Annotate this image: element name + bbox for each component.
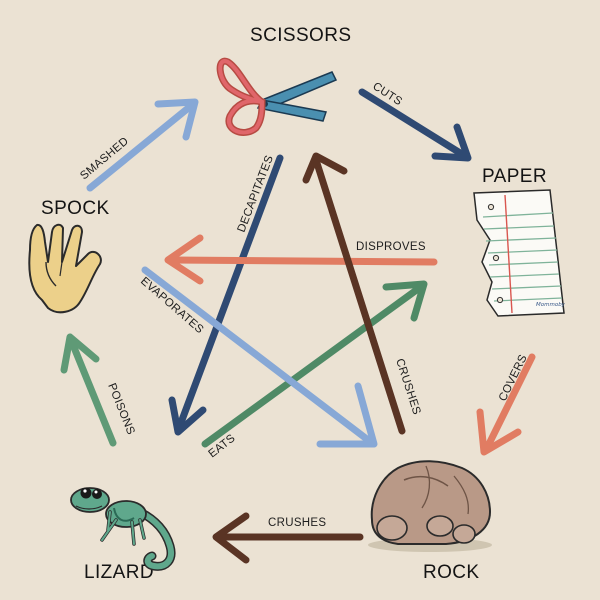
vulcan-salute-hand-icon: [28, 223, 102, 314]
arrow-scissors-decapitates-lizard: [168, 154, 284, 436]
node-label-paper: PAPER: [482, 166, 547, 187]
lizard-icon: [70, 487, 176, 571]
arrow-paper-covers-rock: [476, 353, 536, 456]
node-label-scissors: SCISSORS: [250, 25, 351, 46]
verb-disproves: DISPROVES: [356, 241, 426, 253]
arrow-lizard-eats-paper: [201, 280, 428, 448]
artist-signature: Mommoby: [536, 302, 566, 308]
arrow-scissors-cuts-paper: [358, 88, 472, 162]
arrow-spock-evaporates-rock: [141, 266, 378, 448]
paper-icon: Mommoby: [473, 189, 566, 317]
arrow-spock-smashes-scissors: [86, 98, 199, 192]
node-label-rock: ROCK: [423, 562, 480, 583]
scissors-icon: [216, 57, 338, 136]
rock-icon: [368, 460, 492, 552]
arrow-paper-disproves-spock: [164, 234, 438, 285]
arrow-rock-crushes-scissors: [302, 152, 406, 435]
arrow-rock-crushes-lizard: [212, 512, 364, 564]
node-label-lizard: LIZARD: [84, 562, 154, 583]
arrow-lizard-poisons-spock: [60, 333, 117, 447]
node-label-spock: SPOCK: [41, 198, 110, 219]
verb-crushes-lizard: CRUSHES: [268, 517, 326, 529]
